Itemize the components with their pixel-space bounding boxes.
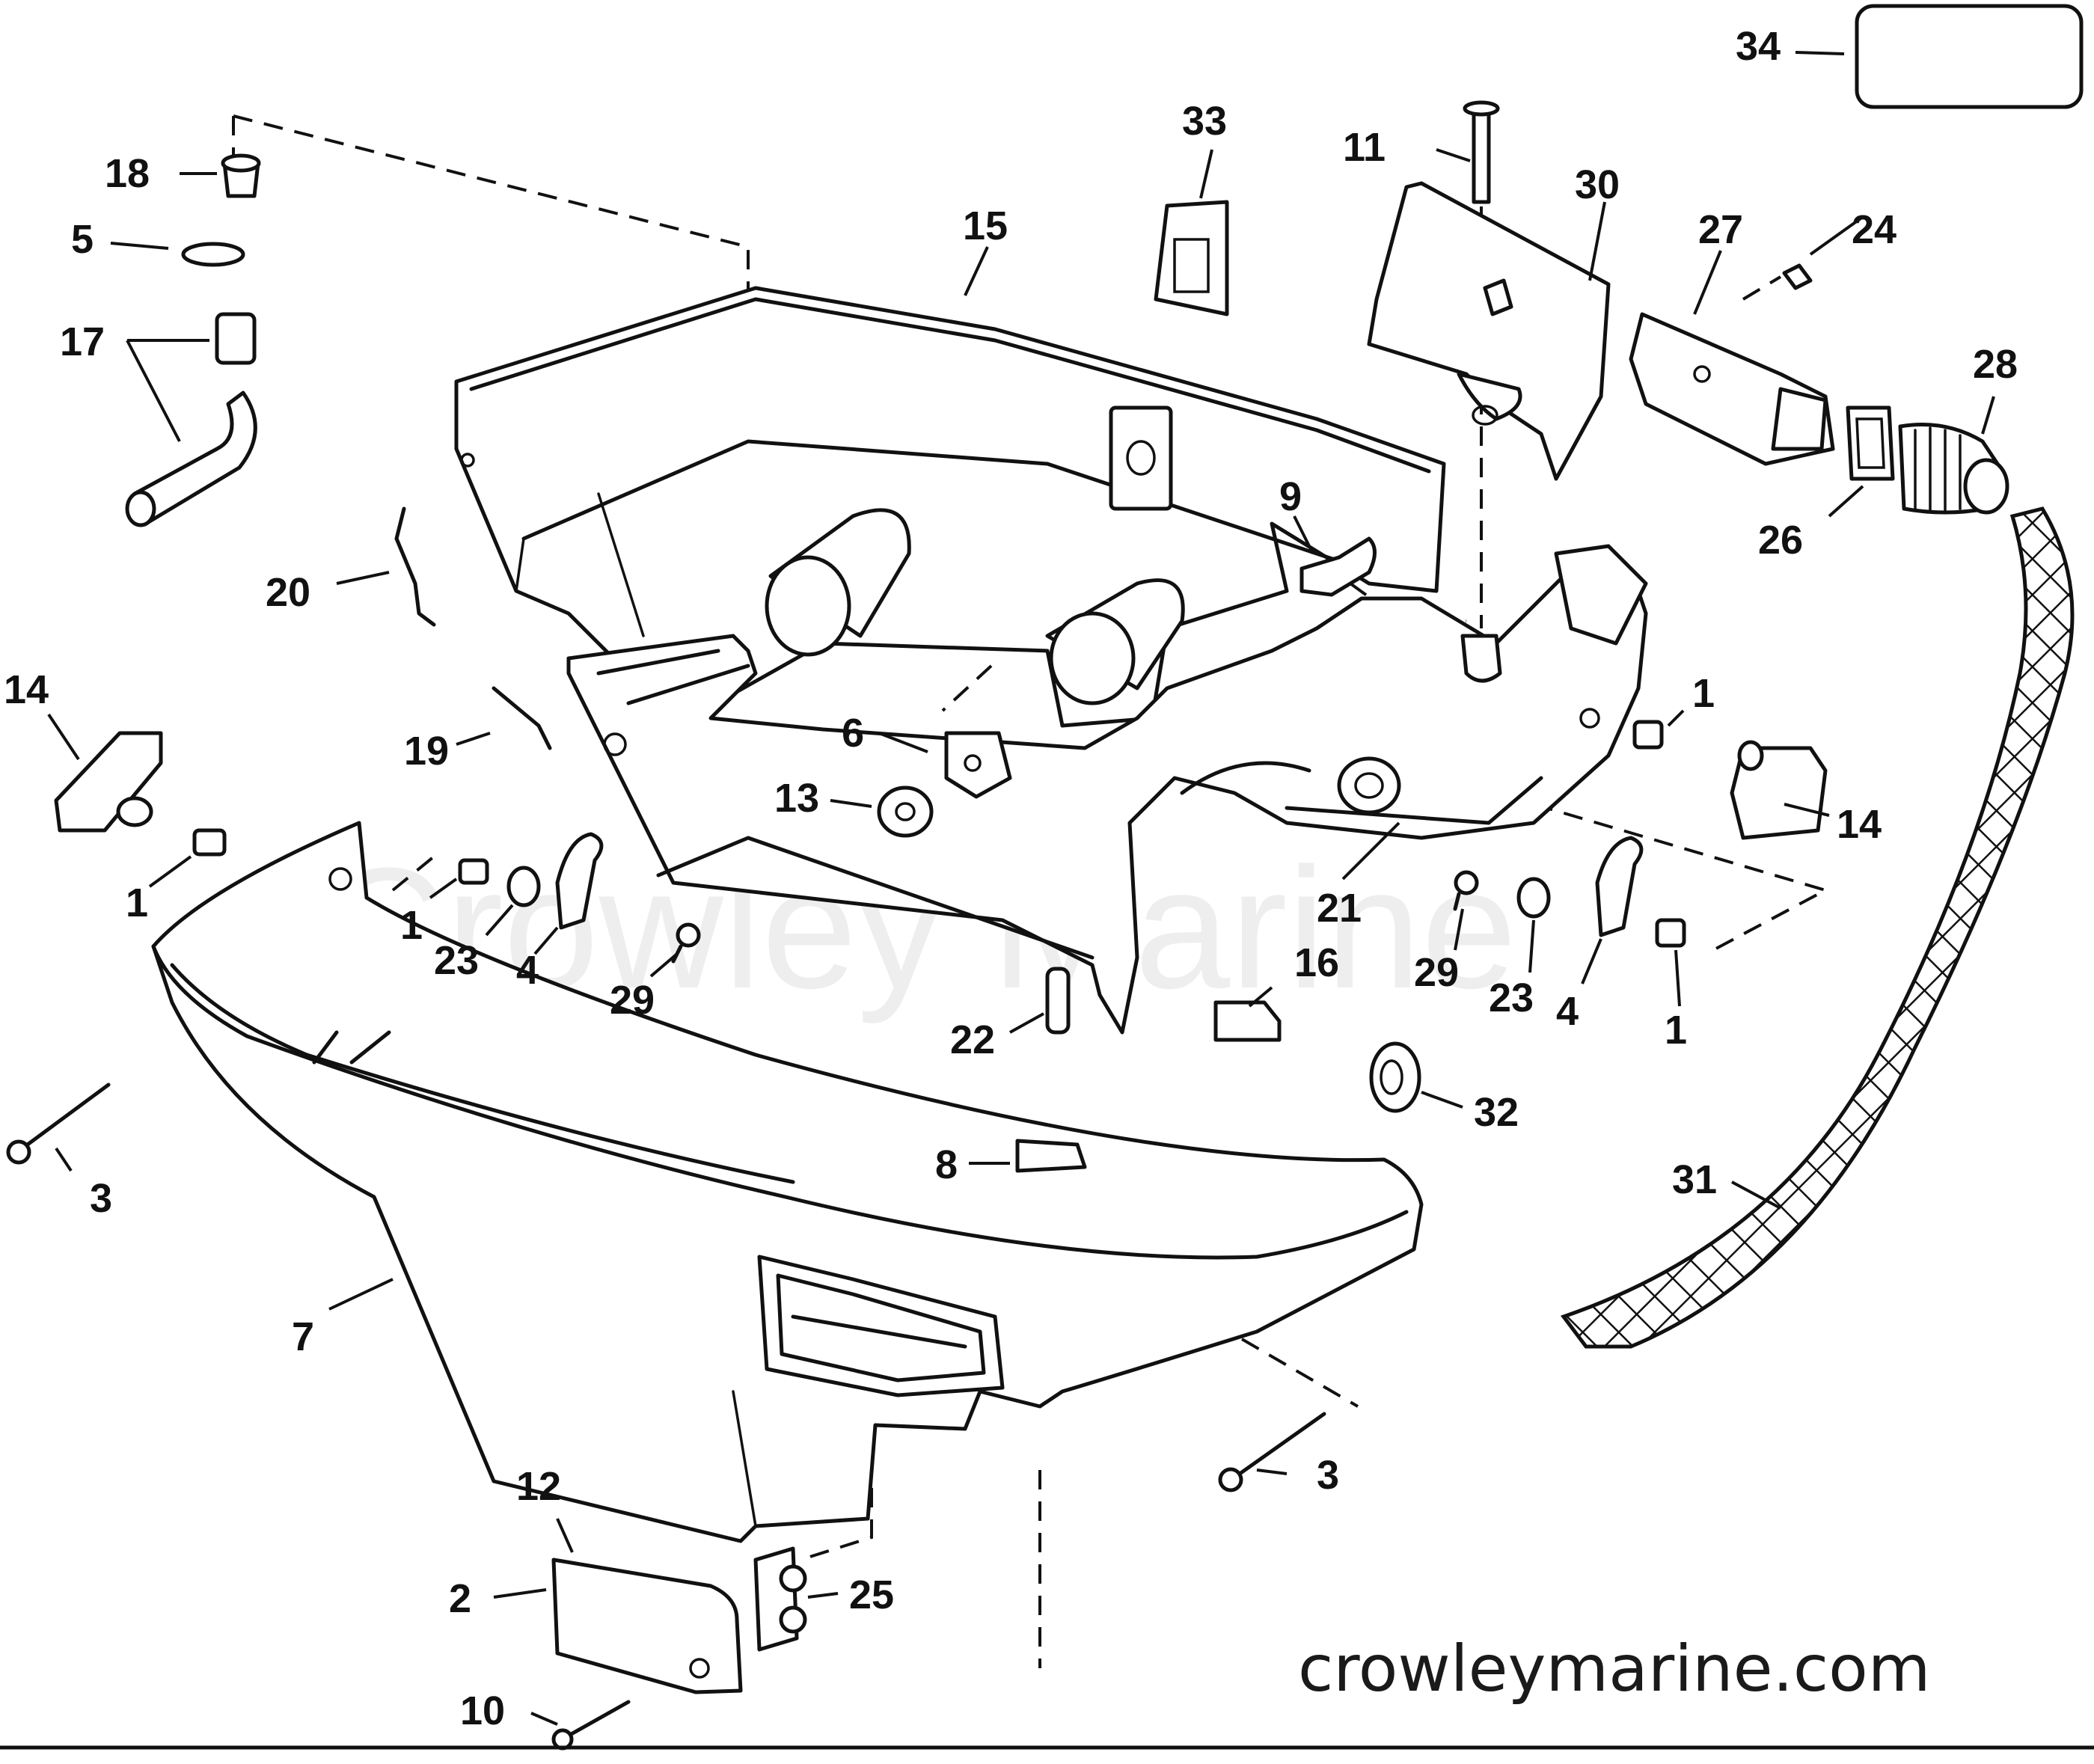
callout-23-right: 23 xyxy=(1489,976,1534,1020)
leader-lines xyxy=(47,51,1995,1726)
callout-32: 32 xyxy=(1474,1090,1519,1135)
callout-24: 24 xyxy=(1852,207,1896,252)
callout-34: 34 xyxy=(1736,24,1781,69)
part-15-upper-liner xyxy=(454,286,1446,728)
callout-21: 21 xyxy=(1317,886,1362,931)
callout-11: 11 xyxy=(1343,125,1386,170)
part-7-lower-cowl xyxy=(151,821,1424,1543)
callout-17: 17 xyxy=(60,319,105,364)
callout-10: 10 xyxy=(460,1688,505,1733)
callout-2: 2 xyxy=(449,1576,471,1621)
callout-28: 28 xyxy=(1973,342,2018,387)
part-31-mesh-strip xyxy=(1560,506,2075,1349)
callout-29-right: 29 xyxy=(1414,950,1459,995)
callout-22: 22 xyxy=(950,1017,995,1062)
callout-1-d: 1 xyxy=(1665,1008,1687,1053)
callout-1-c: 1 xyxy=(1692,671,1715,716)
callout-12: 12 xyxy=(516,1464,561,1509)
callout-19: 19 xyxy=(404,729,449,774)
callout-6: 6 xyxy=(842,711,864,756)
callout-20: 20 xyxy=(266,570,310,615)
callout-15: 15 xyxy=(963,203,1008,248)
callout-7: 7 xyxy=(292,1314,314,1359)
callout-13: 13 xyxy=(774,776,819,821)
callout-27: 27 xyxy=(1698,207,1743,252)
site-url: crowleymarine.com xyxy=(1298,1632,1931,1706)
callout-1-b: 1 xyxy=(400,903,423,948)
callout-8: 8 xyxy=(935,1142,958,1187)
callout-3-right: 3 xyxy=(1317,1453,1339,1498)
callout-4-right: 4 xyxy=(1556,989,1579,1034)
callout-23-left: 23 xyxy=(434,938,479,983)
callout-4-left: 4 xyxy=(516,948,539,993)
small-parts xyxy=(6,4,2084,1751)
callout-33: 33 xyxy=(1182,99,1227,144)
callout-25: 25 xyxy=(849,1572,894,1617)
callout-1-a: 1 xyxy=(126,881,148,925)
callout-16: 16 xyxy=(1294,940,1339,985)
callout-9: 9 xyxy=(1279,474,1302,519)
callout-30: 30 xyxy=(1575,162,1620,207)
callout-18: 18 xyxy=(105,151,150,196)
callout-31: 31 xyxy=(1672,1157,1717,1202)
callout-14-left: 14 xyxy=(4,667,49,712)
callout-14-right: 14 xyxy=(1837,802,1882,847)
callout-26: 26 xyxy=(1758,518,1803,563)
callout-3-left: 3 xyxy=(90,1176,112,1221)
callout-29-left: 29 xyxy=(610,978,655,1023)
callout-5: 5 xyxy=(71,217,94,262)
callout-labels: 34 18 5 17 15 33 11 30 27 24 28 26 9 20 … xyxy=(4,24,2018,1733)
